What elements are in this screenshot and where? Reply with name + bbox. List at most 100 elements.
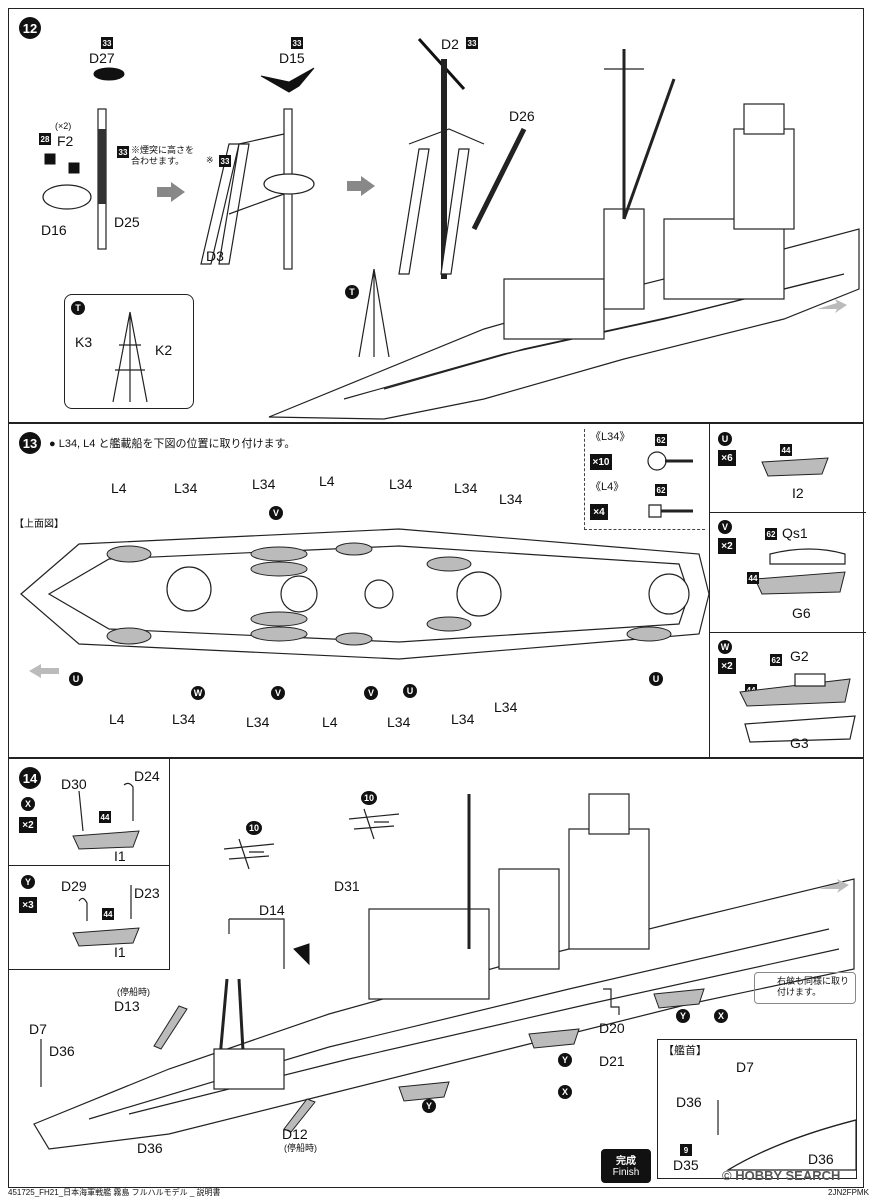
step-arrow [347, 181, 361, 191]
label-l34: L34 [389, 476, 413, 492]
boat-x-drawing [72, 782, 140, 850]
ship-direction-arrow [817, 299, 847, 313]
step-number: 13 [19, 432, 41, 454]
legend-l4: 《L4》 [590, 481, 625, 493]
boat-g2-g3-drawing [739, 673, 856, 743]
part-f2-d16-drawing [42, 153, 92, 210]
marker-x: X [714, 1009, 728, 1023]
label-l34: L34 [252, 476, 276, 492]
part-label-d25: D25 [114, 214, 140, 230]
part-d25-pole [97, 108, 107, 250]
inset-t-box: T K3 K2 [64, 294, 194, 409]
side-note: 右舷も同様に取り付けます。 [777, 976, 850, 997]
finish-jp: 完成 [616, 1156, 636, 1167]
ladder-d12-drawing [283, 1098, 316, 1133]
label-l34: L34 [494, 699, 518, 715]
davit-boat-drawing [398, 1081, 450, 1102]
multiplier-x2: ×2 [19, 817, 37, 833]
finish-en: Finish [612, 1167, 640, 1178]
side-note-box: 右舷も同様に取り付けます。 [754, 972, 856, 1004]
label-l34: L34 [451, 711, 475, 727]
instruction-text: ● L34, L4 と艦載船を下図の位置に取り付けます。 [49, 438, 296, 450]
part-label-d21: D21 [599, 1053, 625, 1069]
part-tag: 62 [770, 654, 782, 666]
note-mark: ※ [206, 155, 214, 165]
multiplier-x2: ×2 [718, 538, 736, 554]
label-l4: L4 [322, 714, 338, 730]
part-label-d20: D20 [599, 1020, 625, 1036]
part-tag: 62 [655, 484, 667, 496]
label-l34: L34 [387, 714, 411, 730]
part-label-d36: D36 [137, 1140, 163, 1156]
label-l34: L34 [454, 480, 478, 496]
marker-y: Y [422, 1099, 436, 1113]
marker-t: T [71, 301, 85, 315]
tripod-k2-k3-drawing [112, 311, 148, 403]
part-label-d36: D36 [49, 1043, 75, 1059]
ship-top-view [20, 528, 710, 660]
part-label-d36: D36 [676, 1094, 702, 1110]
davit-boat-drawing [653, 988, 705, 1009]
label-l34: L34 [246, 714, 270, 730]
step-number: 12 [19, 17, 41, 39]
marker-w: W [191, 686, 205, 700]
part-label-i2: I2 [792, 485, 804, 501]
multiplier-x3: ×3 [19, 897, 37, 913]
part-label-f2: F2 [57, 133, 74, 149]
part-label-d15: D15 [279, 50, 305, 66]
marker-w: W [718, 640, 732, 654]
davit-boat-drawing [528, 1028, 580, 1049]
step-number: 14 [19, 767, 41, 789]
part-label-d14: D14 [259, 902, 285, 918]
mast-d2-d26-drawing [398, 37, 527, 279]
seaplane-drawing [348, 808, 400, 840]
multiplier-x4: ×4 [590, 504, 608, 520]
part-tag: 44 [99, 811, 111, 823]
note-height: ※煙突に高さを合わせます。 [131, 145, 195, 166]
part-label-d35: D35 [673, 1157, 699, 1173]
part-tag: 44 [780, 444, 792, 456]
marker-v: V [718, 520, 732, 534]
divider [710, 512, 866, 513]
divider [9, 865, 169, 866]
label-l34: L34 [174, 480, 198, 496]
part-label-d13: D13 [114, 998, 140, 1014]
part-label-d36: D36 [808, 1151, 834, 1167]
label-l34: L34 [172, 711, 196, 727]
part-label-k3: K3 [75, 334, 93, 350]
note-d12: (停船時) [284, 1143, 317, 1153]
step-13-panel: 13 ● L34, L4 と艦載船を下図の位置に取り付けます。 【上面図】 L4… [8, 423, 866, 759]
marker-u: U [649, 672, 663, 686]
part-label-d12: D12 [282, 1126, 308, 1142]
part-label-d7: D7 [736, 1059, 754, 1075]
finish-badge: 完成 Finish [601, 1149, 651, 1183]
part-label-g2: G2 [790, 648, 809, 664]
marker-v: V [269, 506, 283, 520]
boat-legend-column: U ×6 44 I2 V ×2 62 Qs1 44 G6 W ×2 62 G2 … [709, 424, 866, 759]
part-label-g3: G3 [790, 735, 809, 751]
boat-i2-drawing [761, 457, 829, 477]
marker-y: Y [558, 1053, 572, 1067]
part-label-d30: D30 [61, 776, 87, 792]
multiplier-x2: ×2 [718, 658, 736, 674]
label-l4: L4 [319, 473, 335, 489]
tripod-drawing-ship [358, 268, 390, 358]
part-tag: 9 [680, 1144, 692, 1156]
part-label-d3: D3 [206, 248, 224, 264]
part-tag: 62 [655, 434, 667, 446]
seaplane-drawing [223, 838, 275, 870]
step-14-panel: 14 X ×2 D30 D24 44 I1 Y ×3 D29 D23 44 I1 [8, 758, 864, 1188]
marker-v: V [364, 686, 378, 700]
l34-part-drawing [647, 451, 693, 471]
part-tag: 44 [747, 572, 759, 584]
part-tag: 33 [466, 37, 478, 49]
step-arrow-head [361, 176, 375, 196]
part-label-qs1: Qs1 [782, 525, 808, 541]
part-tag: 33 [291, 37, 303, 49]
l4-part-drawing [648, 504, 693, 518]
part-label-i1: I1 [114, 848, 126, 864]
part-label-d29: D29 [61, 878, 87, 894]
label-l4: L4 [111, 480, 127, 496]
step-arrow [157, 187, 171, 197]
boat-y-drawing [72, 885, 140, 947]
